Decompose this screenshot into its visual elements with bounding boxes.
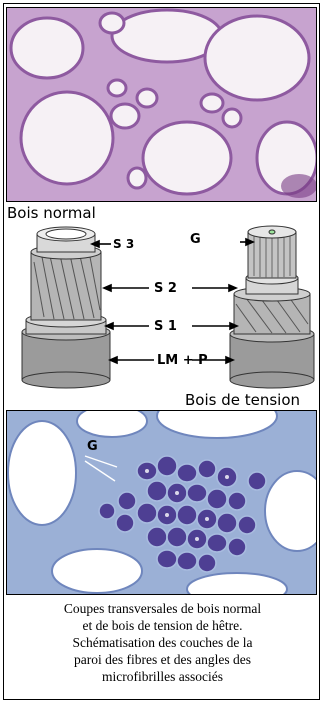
label-g-photo: G — [87, 439, 98, 454]
figure-frame: Bois normal — [3, 3, 320, 700]
label-s2: S 2 — [154, 281, 177, 296]
label-s3: S 3 — [113, 237, 134, 251]
fiber-wall-diagram — [4, 222, 321, 398]
label-s1: S 1 — [154, 319, 177, 334]
label-lm-p: LM + P — [157, 353, 208, 368]
caption-line: microfibrilles associés — [12, 668, 313, 685]
normal-fiber-cylinder — [22, 227, 110, 388]
tension-fiber-cylinder — [230, 226, 314, 388]
tension-wood-label: Bois de tension — [185, 391, 300, 409]
normal-wood-label: Bois normal — [7, 204, 96, 222]
caption-line: et de bois de tension de hêtre. — [12, 617, 313, 634]
caption-line: paroi des fibres et des angles des — [12, 651, 313, 668]
label-g-top: G — [190, 232, 201, 247]
caption-line: Schématisation des couches de la — [12, 634, 313, 651]
caption-line: Coupes transversales de bois normal — [12, 600, 313, 617]
normal-wood-micrograph — [6, 7, 317, 202]
figure-caption: Coupes transversales de bois normal et d… — [12, 600, 313, 685]
tension-wood-micrograph — [6, 410, 317, 595]
